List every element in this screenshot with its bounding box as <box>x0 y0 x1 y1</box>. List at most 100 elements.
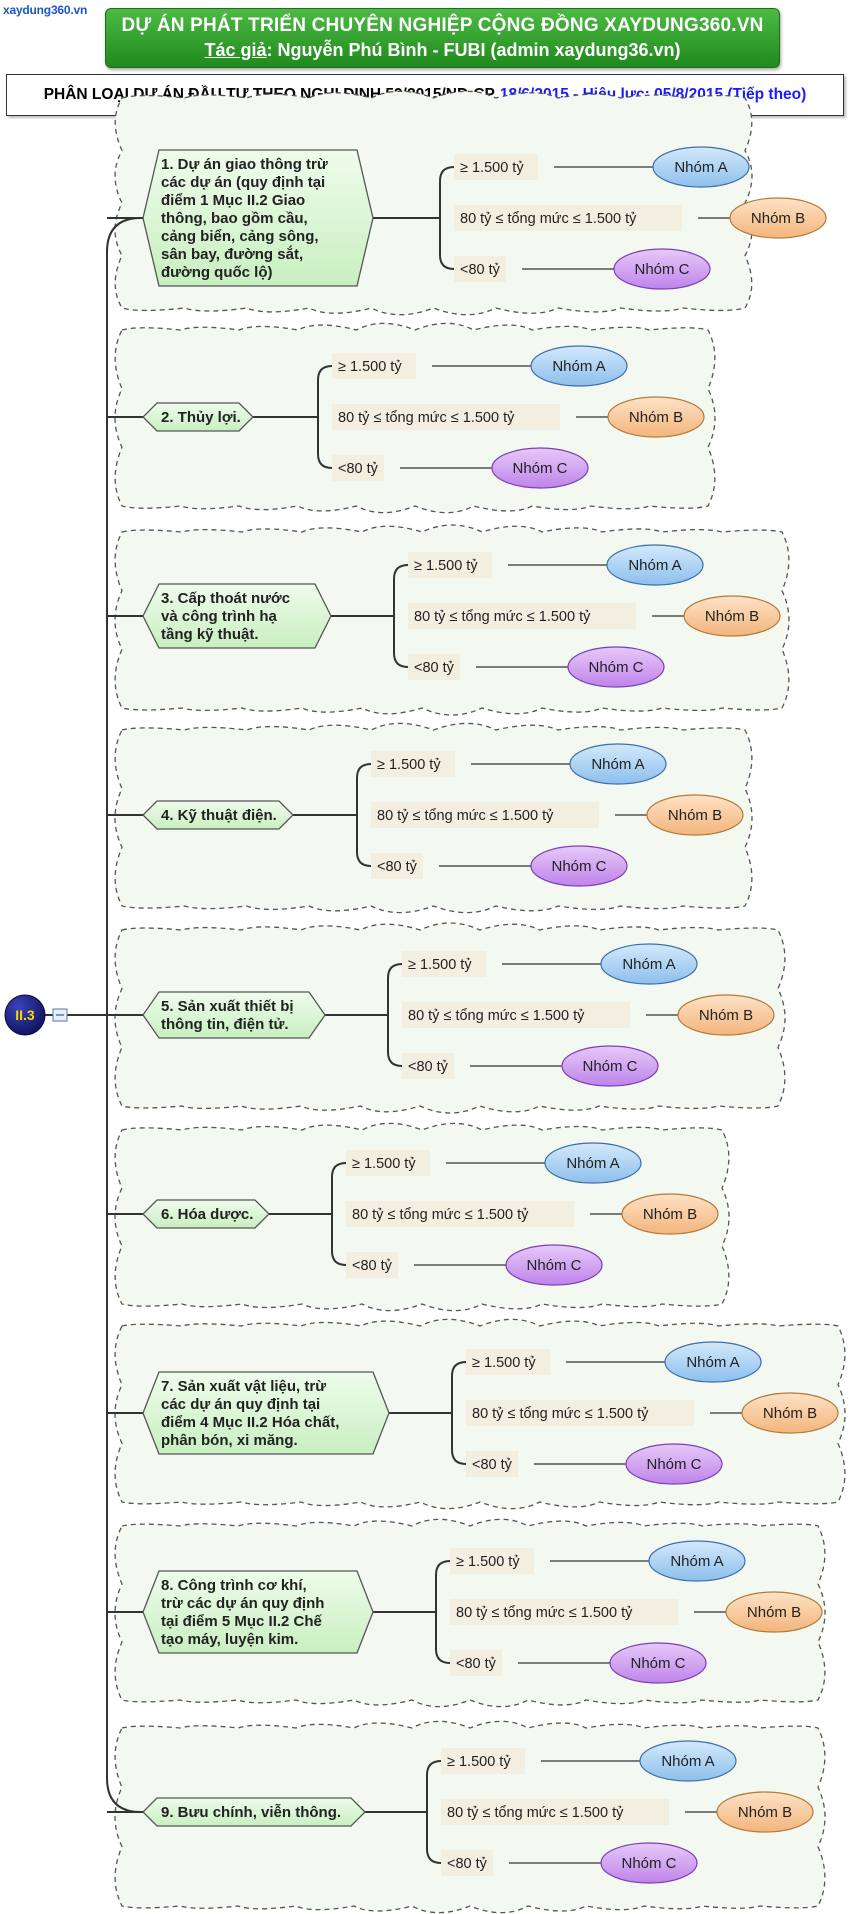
branch-7-group-2-label: Nhóm B <box>763 1405 817 1422</box>
branch-5-group-1-label: Nhóm A <box>622 956 675 973</box>
branch-8-bracket <box>435 1560 451 1664</box>
branch-9-group-2[interactable]: Nhóm B <box>716 1791 814 1833</box>
branch-4-label-line-1: 4. Kỹ thuật điện. <box>161 807 277 824</box>
branch-1-group-3-ellipse <box>613 248 711 290</box>
branch-2-threshold-3: <80 tỷ <box>338 461 379 477</box>
branch-7-group-2[interactable]: Nhóm B <box>741 1392 839 1434</box>
branch-3-bracket <box>393 564 409 668</box>
branch-9-label-line-1: 9. Bưu chính, viễn thông. <box>161 1804 341 1821</box>
branch-9-group-1-label: Nhóm A <box>661 1753 714 1770</box>
branch-5-label-line-2: thông tin, điện tử. <box>161 1016 289 1033</box>
branch-2-group-3[interactable]: Nhóm C <box>491 447 589 489</box>
branch-2-group-2[interactable]: Nhóm B <box>607 396 705 438</box>
branch-5-group-3-ellipse <box>561 1045 659 1087</box>
branch-9-threshold-1-box <box>441 1748 525 1774</box>
branch-8-node-shape <box>142 1570 374 1654</box>
branch-4-group-2-ellipse <box>646 794 744 836</box>
branch-6-group-1-label: Nhóm A <box>566 1155 619 1172</box>
branch-4-group-3[interactable]: Nhóm C <box>530 845 628 887</box>
branch-2-group-1-ellipse <box>530 345 628 387</box>
branch-2-label-line-1: 2. Thủy lợi. <box>161 409 241 426</box>
logo-text: xaydung360.vn <box>3 3 88 17</box>
branch-3-threshold-2-box <box>408 603 636 629</box>
branch-6-group-2-label: Nhóm B <box>643 1206 697 1223</box>
branch-1-label-line-1: 1. Dự án giao thông trừ <box>161 156 328 173</box>
branch-8-label-line-1: 8. Công trình cơ khí, <box>161 1577 307 1594</box>
branch-6-group-3-label: Nhóm C <box>526 1257 581 1274</box>
branch-8-group-1[interactable]: Nhóm A <box>648 1540 746 1582</box>
branch-7-group-1-ellipse <box>664 1341 762 1383</box>
branch-9-threshold-3: <80 tỷ <box>447 1856 488 1872</box>
branch-3-group-2[interactable]: Nhóm B <box>683 595 781 637</box>
branch-5-group-3[interactable]: Nhóm C <box>561 1045 659 1087</box>
branch-4-group-3-label: Nhóm C <box>551 858 606 875</box>
branch-7-threshold-1-box <box>466 1349 550 1375</box>
branch-4-group-2[interactable]: Nhóm B <box>646 794 744 836</box>
branch-9-group-1-ellipse <box>639 1740 737 1782</box>
branch-9-group-1[interactable]: Nhóm A <box>639 1740 737 1782</box>
branch-9-group-3[interactable]: Nhóm C <box>600 1842 698 1884</box>
branch-2-group-2-ellipse <box>607 396 705 438</box>
branch-2-bracket <box>317 365 333 469</box>
branch-6-group-3[interactable]: Nhóm C <box>505 1244 603 1286</box>
branch-8-threshold-3-box <box>450 1650 502 1676</box>
branch-3-group-1[interactable]: Nhóm A <box>606 544 704 586</box>
branch-1-threshold-2-box <box>454 205 682 231</box>
branch-2-group-1[interactable]: Nhóm A <box>530 345 628 387</box>
branch-5-group-2-ellipse <box>677 994 775 1036</box>
branch-1-group-1[interactable]: Nhóm A <box>652 146 750 188</box>
branch-8-threshold-1-box <box>450 1548 534 1574</box>
branch-8-threshold-2-box <box>450 1599 678 1625</box>
branch-1-label-line-4: thông, bao gồm cầu, <box>161 210 308 227</box>
branch-4-threshold-1-box <box>371 751 455 777</box>
branch-6-threshold-1-box <box>346 1150 430 1176</box>
branch-5-group-1[interactable]: Nhóm A <box>600 943 698 985</box>
branch-9-group-2-ellipse <box>716 1791 814 1833</box>
branch-8-group-2[interactable]: Nhóm B <box>725 1591 823 1633</box>
branch-7-group-3[interactable]: Nhóm C <box>625 1443 723 1485</box>
branch-4-group-2-label: Nhóm B <box>668 807 722 824</box>
branch-1-group-2[interactable]: Nhóm B <box>729 197 827 239</box>
branch-2-group-2-label: Nhóm B <box>629 409 683 426</box>
branch-3-group-3[interactable]: Nhóm C <box>567 646 665 688</box>
branch-1-threshold-1-box <box>454 154 538 180</box>
branch-7-group-1[interactable]: Nhóm A <box>664 1341 762 1383</box>
branch-7-group-2-ellipse <box>741 1392 839 1434</box>
branch-2-node[interactable]: 2. Thủy lợi. <box>142 402 254 432</box>
branch-3-threshold-1-box <box>408 552 492 578</box>
branch-6-node[interactable]: 6. Hóa dược. <box>142 1199 270 1229</box>
branch-6-group-2-ellipse <box>621 1193 719 1235</box>
branch-4-group-1[interactable]: Nhóm A <box>569 743 667 785</box>
branch-7-group-1-label: Nhóm A <box>686 1354 739 1371</box>
branch-6-group-2[interactable]: Nhóm B <box>621 1193 719 1235</box>
branch-5-threshold-2: 80 tỷ ≤ tổng mức ≤ 1.500 tỷ <box>408 1008 585 1024</box>
branch-3-group-1-ellipse <box>606 544 704 586</box>
branch-3-threshold-1: ≥ 1.500 tỷ <box>414 558 478 574</box>
branch-4-node[interactable]: 4. Kỹ thuật điện. <box>142 800 294 830</box>
branch-1-threshold-2: 80 tỷ ≤ tổng mức ≤ 1.500 tỷ <box>460 211 637 227</box>
branch-5-group-2[interactable]: Nhóm B <box>677 994 775 1036</box>
branch-7-group-3-ellipse <box>625 1443 723 1485</box>
branch-1-group-3[interactable]: Nhóm C <box>613 248 711 290</box>
branch-3-label-line-2: và công trình hạ <box>161 608 278 625</box>
banner-author: Tác giả: Nguyễn Phú Bình - FUBI (admin x… <box>106 40 779 61</box>
branch-9-node[interactable]: 9. Bưu chính, viễn thông. <box>142 1797 366 1827</box>
site-logo: xaydung360.vn <box>3 3 87 17</box>
branch-8-group-2-label: Nhóm B <box>747 1604 801 1621</box>
branch-5-group-3-label: Nhóm C <box>582 1058 637 1075</box>
branch-6-group-1[interactable]: Nhóm A <box>544 1142 642 1184</box>
author-value: : Nguyễn Phú Bình - FUBI (admin xaydung3… <box>266 40 681 60</box>
branch-4-threshold-3: <80 tỷ <box>377 859 418 875</box>
branch-8-node[interactable]: 8. Công trình cơ khí,trừ các dự án quy đ… <box>142 1570 374 1654</box>
branch-8-group-3[interactable]: Nhóm C <box>609 1642 707 1684</box>
header-banner: DỰ ÁN PHÁT TRIỂN CHUYÊN NGHIỆP CỘNG ĐỒNG… <box>105 8 780 68</box>
branch-4-group-1-label: Nhóm A <box>591 756 644 773</box>
branch-8-group-3-ellipse <box>609 1642 707 1684</box>
branch-3-group-2-label: Nhóm B <box>705 608 759 625</box>
branch-6-threshold-1: ≥ 1.500 tỷ <box>352 1156 416 1172</box>
branch-7-threshold-3-box <box>466 1451 518 1477</box>
